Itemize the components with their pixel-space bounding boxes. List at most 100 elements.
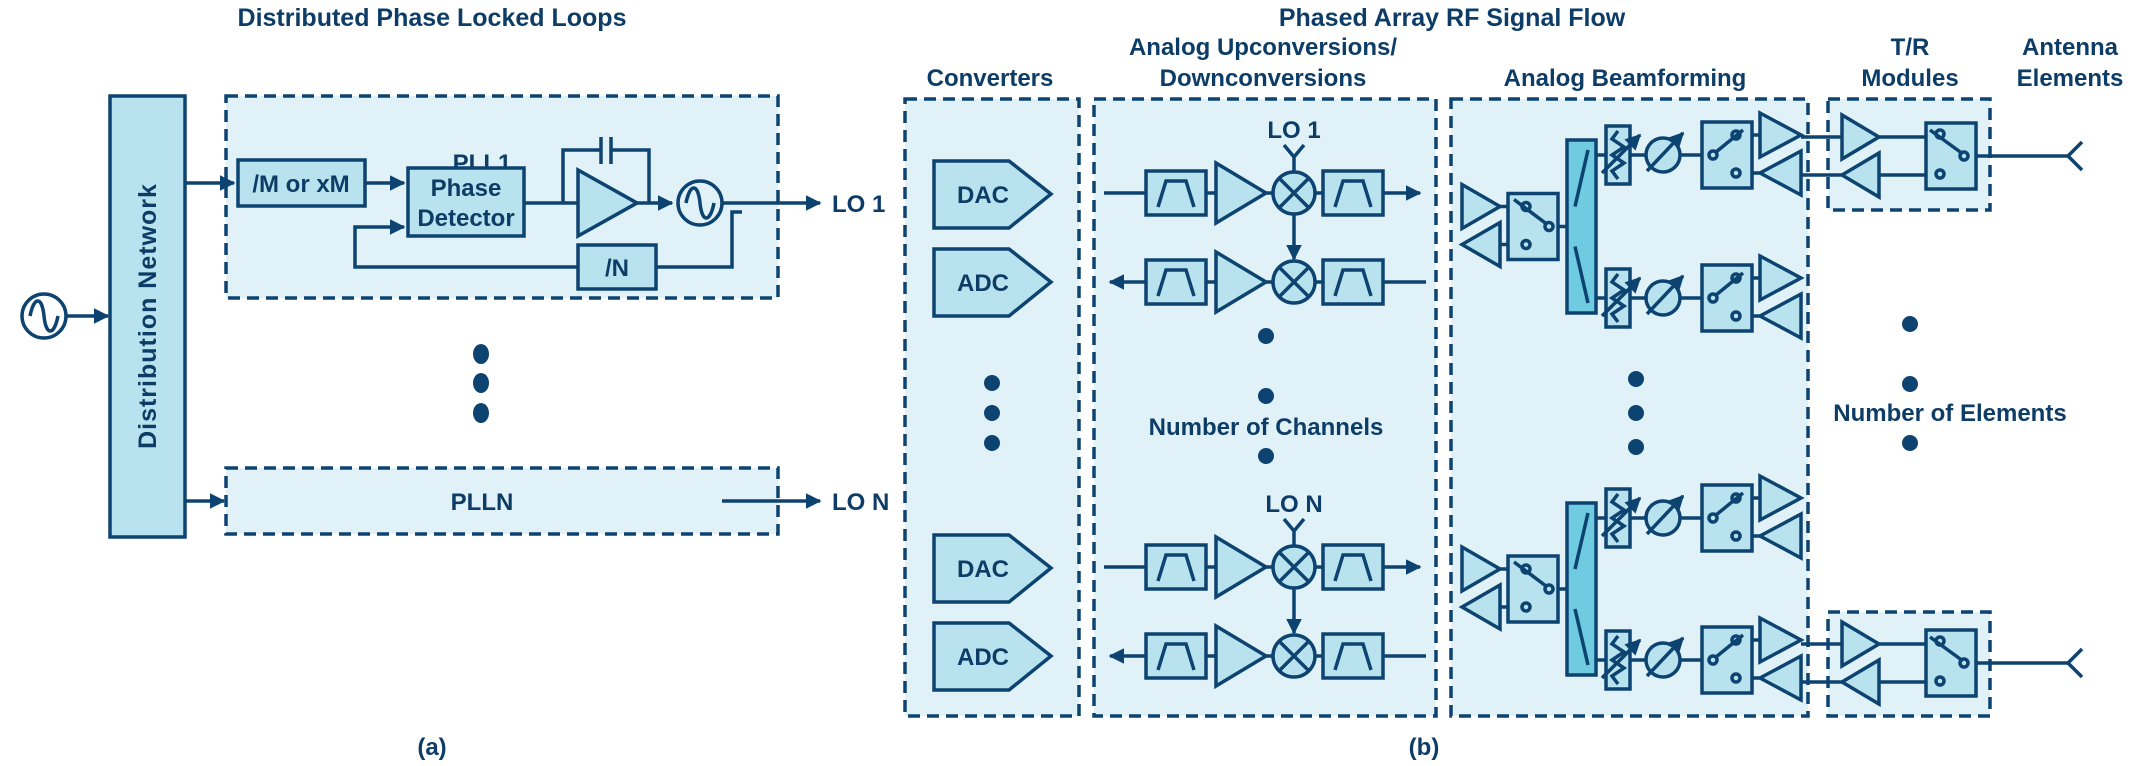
- section-updown-line2: Downconversions: [1160, 65, 1367, 92]
- beamformer-ellipsis: [1628, 371, 1644, 455]
- amplifier-icon: [1758, 615, 1805, 665]
- variable-arrow: [1645, 494, 1685, 536]
- switch-node: [1520, 563, 1532, 575]
- dac-block: [932, 159, 1054, 230]
- amplifier-icon: [1758, 110, 1805, 160]
- lon-output-label: LO N: [832, 489, 889, 516]
- switch-node: [1730, 129, 1742, 141]
- amplifier-icon: [1756, 653, 1803, 703]
- switch-node: [1707, 149, 1719, 161]
- feedback-divider-label: /N: [605, 255, 629, 282]
- reference-divider-label: /M or xM: [252, 171, 349, 198]
- bandpass-filter-icon: [1333, 179, 1373, 208]
- panel-a: Distributed Phase Locked Loops Distribut…: [20, 4, 889, 761]
- variable-arrow: [1645, 274, 1685, 316]
- variable-arrow: [1600, 496, 1642, 538]
- lon-input-label: LO N: [1265, 491, 1322, 518]
- tr-module-top-container: [1826, 97, 1992, 212]
- amplifier-icon: [1756, 291, 1803, 341]
- switch-node: [1543, 583, 1555, 595]
- switch-node: [1707, 292, 1719, 304]
- bandpass-filter-block: [1144, 632, 1208, 680]
- converter-ellipsis: [984, 375, 1000, 451]
- number-of-elements-label: Number of Elements: [1833, 400, 2066, 427]
- bandpass-filter-block: [1321, 632, 1385, 680]
- switch-node: [1520, 200, 1532, 213]
- switch-node: [1934, 168, 1946, 180]
- section-tr-line1: T/R: [1891, 34, 1930, 61]
- amplifier-icon: [1214, 159, 1270, 227]
- amplifier-icon: [1214, 622, 1270, 690]
- attenuator-icon: [1608, 634, 1628, 686]
- attenuator-icon: [1608, 492, 1628, 544]
- variable-arrow: [1645, 131, 1685, 173]
- lo-input-icon: [1282, 517, 1306, 546]
- dac-label: DAC: [957, 556, 1009, 583]
- switch-block: [1506, 191, 1560, 262]
- splitter-line: [1573, 149, 1590, 207]
- bandpass-filter-icon: [1333, 642, 1373, 671]
- distribution-network-block: [108, 94, 187, 539]
- mixer-cross: [1277, 639, 1311, 673]
- panel-a-caption: (a): [417, 734, 446, 761]
- reference-divider-block: [236, 158, 367, 208]
- switch-node: [1934, 675, 1946, 687]
- phase-detector-block: [406, 166, 526, 238]
- amplifier-icon: [1758, 473, 1805, 523]
- bandpass-filter-icon: [1156, 268, 1196, 297]
- switch-node: [1730, 672, 1742, 684]
- switch-node: [1730, 272, 1742, 284]
- bandpass-filter-block: [1144, 543, 1208, 591]
- variable-arrow: [1600, 133, 1642, 175]
- antenna-icon: [2065, 140, 2084, 172]
- dac-label: DAC: [957, 182, 1009, 209]
- variable-arrow: [1600, 276, 1642, 318]
- panel-b: Phased Array RF Signal Flow Converters A…: [903, 4, 2123, 761]
- switch-node: [1707, 654, 1719, 666]
- number-of-channels-label: Number of Channels: [1149, 414, 1384, 441]
- bandpass-filter-icon: [1156, 179, 1196, 208]
- lo1-input-label: LO 1: [1267, 117, 1320, 144]
- section-converters: Converters: [927, 65, 1054, 92]
- phase-detector-label-2: Detector: [417, 205, 514, 232]
- switch-node: [1730, 492, 1742, 504]
- bandpass-filter-block: [1321, 543, 1385, 591]
- section-beamforming: Analog Beamforming: [1504, 65, 1747, 92]
- switch-node: [1730, 634, 1742, 646]
- switch-node: [1520, 238, 1532, 251]
- switch-arm: [1928, 128, 1965, 156]
- combiner-splitter-block: [1565, 138, 1598, 315]
- dac-block: [932, 533, 1054, 604]
- lo-input-icon: [1282, 143, 1306, 172]
- switch-arm: [1928, 635, 1965, 663]
- reference-oscillator-icon: [20, 292, 110, 340]
- amplifier-icon: [1214, 248, 1270, 316]
- panel-b-title: Phased Array RF Signal Flow: [1279, 4, 1626, 32]
- combiner-splitter-block: [1565, 501, 1598, 677]
- amplifier-icon: [1756, 511, 1803, 561]
- amplifier-icon: [1460, 543, 1504, 595]
- adc-label: ADC: [957, 644, 1009, 671]
- variable-arrow: [1600, 638, 1642, 680]
- loop-filter-amplifier-icon: [576, 167, 641, 239]
- adc-label: ADC: [957, 270, 1009, 297]
- variable-arrow: [1645, 636, 1685, 678]
- beamformer-group: [1458, 110, 1805, 341]
- switch-arm: [1512, 560, 1548, 588]
- adc-block: [932, 621, 1054, 692]
- mixer-cross: [1277, 265, 1311, 299]
- switch-node: [1707, 512, 1719, 524]
- splitter-line: [1573, 608, 1590, 666]
- beamforming-container: [1449, 97, 1810, 718]
- distribution-network-label: Distribution Network: [134, 183, 162, 449]
- section-tr-line2: Modules: [1861, 65, 1958, 92]
- switch-node: [1520, 601, 1532, 613]
- amplifier-icon: [1756, 148, 1803, 198]
- bandpass-filter-block: [1144, 169, 1208, 217]
- bandpass-filter-icon: [1333, 268, 1373, 297]
- switch-node: [1958, 150, 1970, 162]
- element-ellipsis: [1902, 316, 1918, 451]
- bandpass-filter-block: [1321, 258, 1385, 306]
- adc-block: [932, 247, 1054, 318]
